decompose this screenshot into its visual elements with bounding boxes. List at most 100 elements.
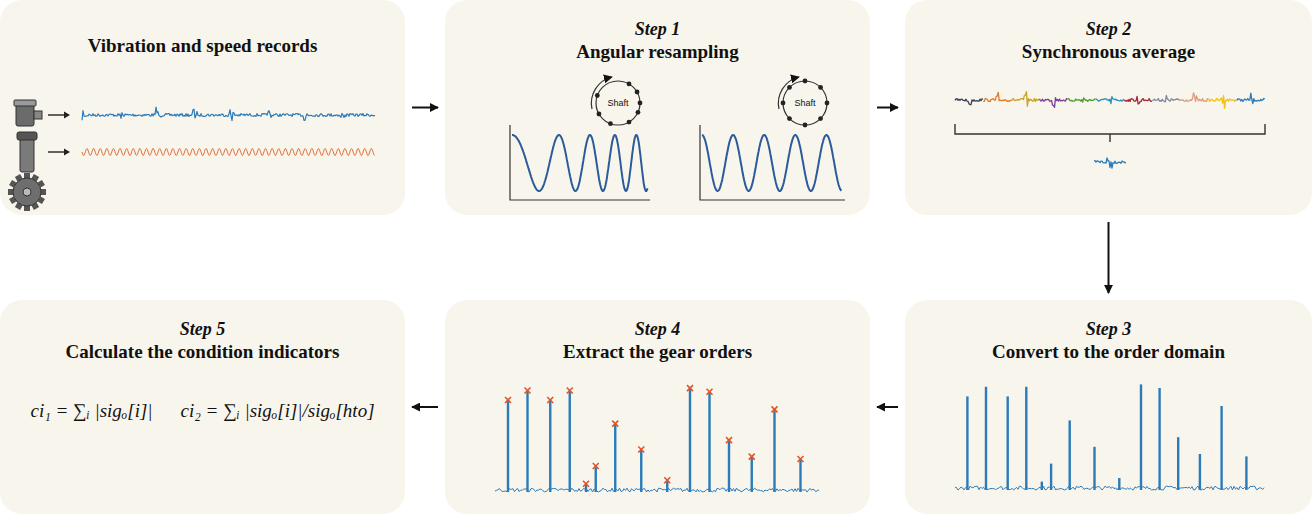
- order-peak: [728, 440, 730, 492]
- peak-mark: [707, 389, 713, 395]
- flow-arrow: [1108, 222, 1110, 293]
- panel-title: Convert to the order domain: [992, 340, 1225, 364]
- peak-mark: [525, 388, 531, 394]
- shaft-circle: [783, 81, 827, 125]
- order-peak: [1050, 464, 1052, 490]
- sample-dot: [627, 120, 632, 125]
- signal-segment: [1124, 97, 1152, 105]
- panel-title: Calculate the condition indicators: [66, 340, 340, 364]
- panel-background: [0, 0, 405, 215]
- peak-mark: [638, 447, 644, 453]
- sample-dot: [638, 101, 643, 106]
- gear-tooth: [24, 206, 30, 211]
- sample-dot: [787, 116, 792, 121]
- peak-mark: [567, 388, 573, 394]
- speed-signal: [82, 149, 375, 156]
- vibration-signal: [82, 107, 375, 120]
- pointer-line: [48, 151, 65, 152]
- accelerometer-body: [16, 104, 34, 126]
- process-panel: Step 4Extract the gear orders: [445, 300, 870, 514]
- order-peak: [1025, 387, 1027, 490]
- signal-segment: [1096, 97, 1124, 104]
- sample-dot: [818, 116, 823, 121]
- tacho-head: [17, 132, 37, 140]
- process-panel: Vibration and speed records: [0, 0, 405, 215]
- panel-background: [905, 300, 1312, 514]
- order-peak: [1140, 384, 1142, 490]
- peak-mark: [749, 454, 755, 460]
- order-peak: [1220, 406, 1222, 490]
- shaft-circle: [596, 81, 640, 125]
- accelerometer-cap: [14, 100, 36, 106]
- panel-background: [905, 0, 1312, 215]
- order-peak: [526, 391, 528, 492]
- order-peak: [985, 387, 987, 490]
- order-peak: [966, 396, 968, 490]
- order-peak: [799, 459, 801, 492]
- gear-tooth: [41, 189, 46, 195]
- gear-wheel: [13, 178, 41, 206]
- signal-segment: [1152, 96, 1180, 102]
- order-peak: [708, 392, 710, 492]
- peak-mark: [593, 463, 599, 469]
- sample-dot: [595, 93, 600, 98]
- peak-mark: [687, 385, 693, 391]
- condition-indicator-formula: ci₁ = ∑ᵢ |sigₒ[i]|: [30, 400, 152, 422]
- peak-mark: [547, 397, 553, 403]
- pointer-line: [48, 114, 65, 115]
- flow-arrow: [412, 406, 438, 408]
- order-peak: [1093, 447, 1095, 490]
- sample-dot: [825, 101, 830, 106]
- signal-segment: [1237, 93, 1265, 103]
- order-peak: [640, 450, 642, 492]
- order-peak: [1118, 478, 1120, 490]
- sample-dot: [636, 110, 641, 115]
- resampled-sine: [512, 135, 648, 191]
- gear-tooth: [8, 189, 13, 195]
- step-label: Step 3: [1086, 318, 1132, 340]
- sample-dot: [627, 82, 632, 87]
- shaft-label: Shaft: [607, 98, 628, 108]
- order-peak: [549, 400, 551, 492]
- panel-title: Synchronous average: [1022, 40, 1195, 64]
- panel-background: [445, 300, 870, 514]
- signal-segment: [1040, 98, 1068, 108]
- pointer-head: [64, 112, 70, 119]
- tacho-probe: [20, 136, 34, 172]
- panel-title: Extract the gear orders: [563, 340, 752, 364]
- order-peak: [1199, 454, 1201, 490]
- flow-arrow: [877, 406, 898, 408]
- signal-segment: [983, 92, 1011, 101]
- peak-mark: [798, 456, 804, 462]
- process-panel: Step 2Synchronous average: [905, 0, 1312, 215]
- step-label: Step 1: [635, 18, 681, 40]
- order-peak: [1007, 396, 1009, 490]
- averaged-signal: [1094, 158, 1126, 168]
- peak-mark: [505, 397, 511, 403]
- sample-dot: [787, 85, 792, 90]
- sample-dot: [597, 112, 602, 117]
- signal-segment: [1181, 93, 1209, 102]
- flow-arrow: [412, 107, 438, 109]
- order-peak: [1158, 388, 1160, 490]
- step-label: Step 2: [1086, 18, 1132, 40]
- order-peak: [1041, 482, 1043, 490]
- order-peak: [1068, 420, 1070, 490]
- sample-dot: [781, 101, 786, 106]
- peak-mark: [664, 477, 670, 483]
- pointer-head: [64, 149, 70, 156]
- plot-axes: [510, 125, 650, 200]
- order-peak: [1245, 456, 1247, 490]
- panel-title: Vibration and speed records: [88, 34, 318, 58]
- gear-tooth: [24, 173, 30, 178]
- noise-floor: [955, 486, 1264, 490]
- peak-mark: [583, 481, 589, 487]
- signal-segment: [1011, 92, 1039, 107]
- flow-arrow: [877, 107, 898, 109]
- plot-axes: [700, 125, 845, 200]
- segment-bracket: [955, 124, 1265, 142]
- accelerometer-connector: [34, 111, 42, 119]
